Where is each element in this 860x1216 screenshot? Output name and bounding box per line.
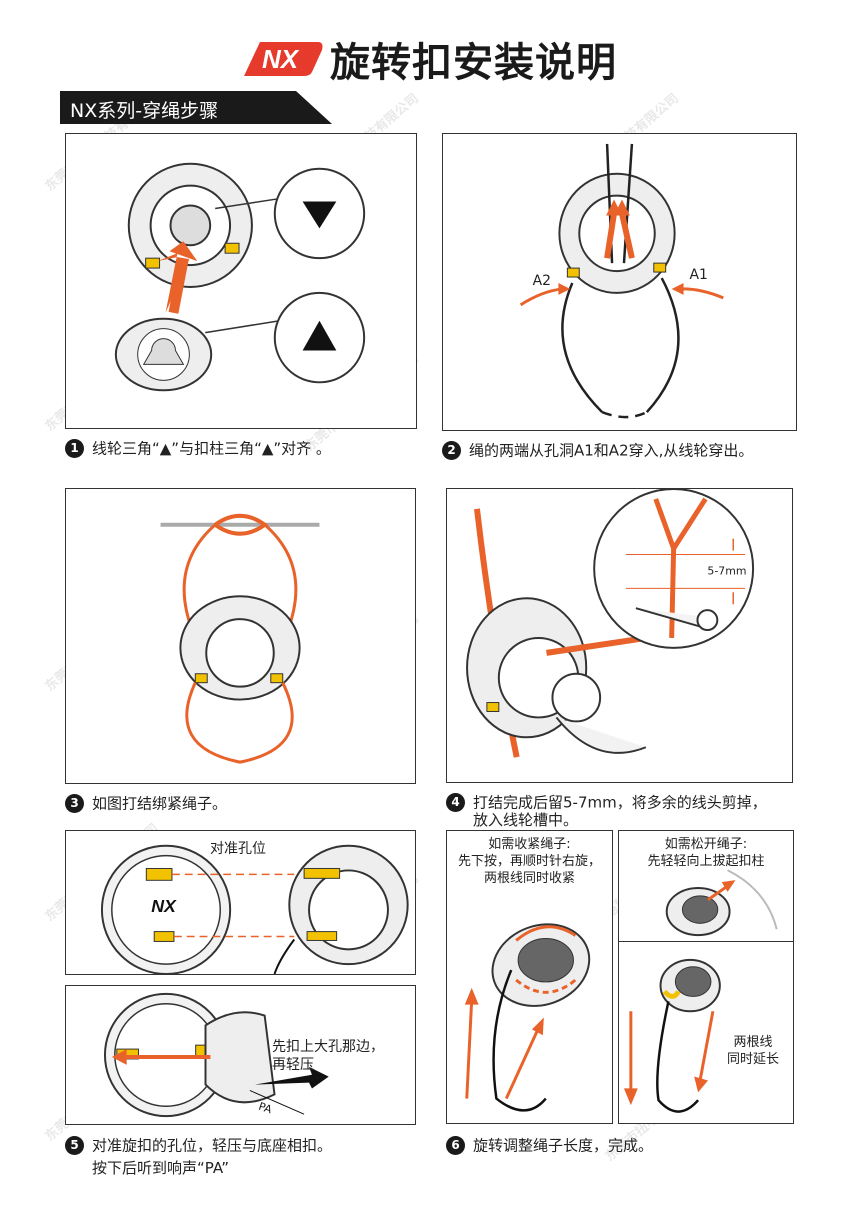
step6-extend-illustration xyxy=(618,941,794,1124)
step5-press-illustration: PA xyxy=(65,985,416,1125)
measure-label: 5-7mm xyxy=(707,564,746,577)
step6-tighten-illustration xyxy=(446,830,613,1124)
step1-illustration xyxy=(65,133,417,429)
sound-label: PA xyxy=(257,1100,274,1117)
step5-align-illustration: NX xyxy=(65,830,416,975)
page-title: 旋转扣安装说明 xyxy=(330,40,617,86)
step4-illustration: 5-7mm xyxy=(446,488,793,783)
press-note-line2: 再轻压 xyxy=(272,1057,314,1073)
step3-illustration xyxy=(65,488,416,784)
step-number: 5 xyxy=(65,1136,84,1155)
step-number: 6 xyxy=(446,1136,465,1155)
tighten-note: 如需收紧绳子: 先下按，再顺时针右旋， 两根线同时收紧 xyxy=(457,837,601,886)
label-a2: A2 xyxy=(533,273,551,289)
step-number: 4 xyxy=(446,793,465,812)
logo-text: NX xyxy=(151,896,177,916)
step-number: 2 xyxy=(442,441,461,460)
step4-caption-line2: 放入线轮槽中。 xyxy=(473,811,579,829)
press-note-line1: 先扣上大孔那边， xyxy=(272,1039,384,1055)
extend-note: 两根线 同时延长 xyxy=(726,1035,779,1067)
logo-text: NX xyxy=(262,44,300,74)
step2-illustration: A2 A1 xyxy=(442,133,797,431)
section-banner xyxy=(60,91,332,124)
step5-caption-line2: 按下后听到响声“PA” xyxy=(92,1159,230,1177)
step-number: 3 xyxy=(65,794,84,813)
label-a1: A1 xyxy=(690,267,708,283)
brand-logo: NX xyxy=(238,36,324,80)
step-number: 1 xyxy=(65,439,84,458)
step6-loosen-illustration xyxy=(618,830,794,942)
align-label: 对准孔位 xyxy=(210,841,266,857)
section-label: NX系列-穿绳步骤 xyxy=(70,100,219,122)
loosen-note: 如需松开绳子: 先轻轻向上拔起扣柱 xyxy=(647,837,765,869)
